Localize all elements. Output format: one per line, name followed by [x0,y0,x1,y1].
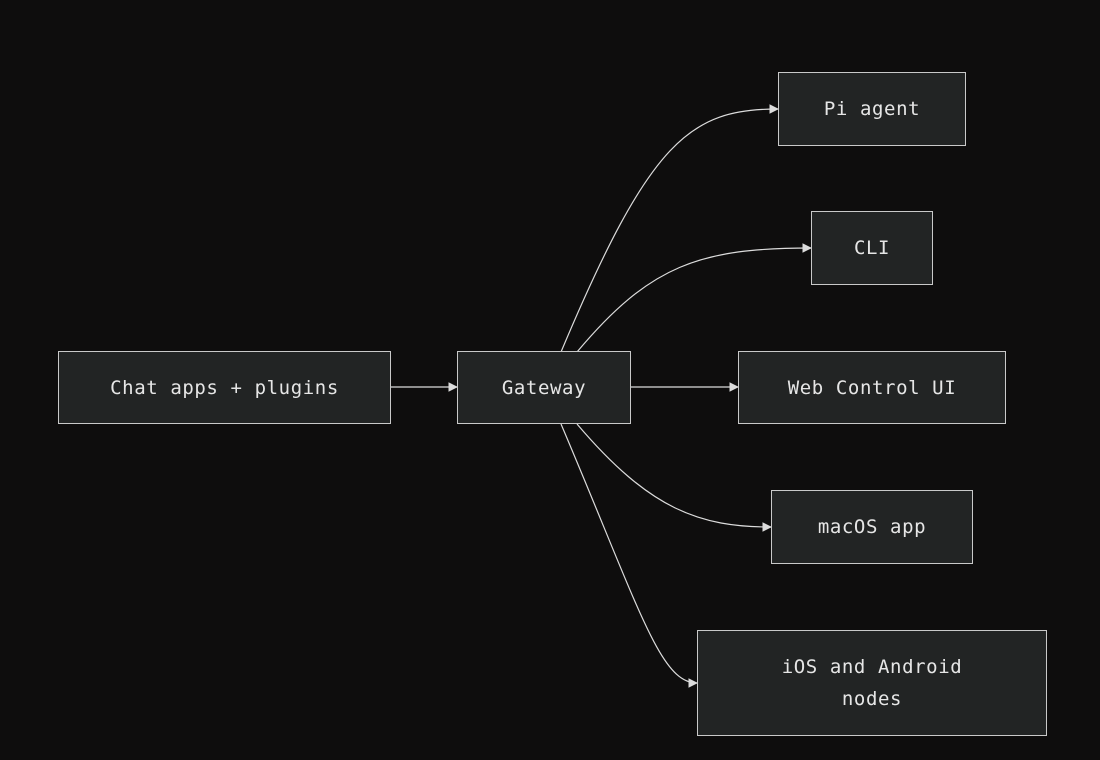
node-chat-apps: Chat apps + plugins [58,351,391,424]
edge-gateway-to-cli [576,243,812,353]
node-gateway: Gateway [457,351,631,424]
node-web-control-ui: Web Control UI [738,351,1006,424]
node-ios-android-nodes: iOS and Android nodes [697,630,1047,736]
edge-gateway-to-ios-android-nodes [560,423,698,688]
edge-gateway-to-macos-app [576,423,772,532]
node-macos-app: macOS app [771,490,973,564]
edge-gateway-to-pi-agent [560,104,779,353]
node-pi-agent: Pi agent [778,72,966,146]
node-cli: CLI [811,211,933,285]
